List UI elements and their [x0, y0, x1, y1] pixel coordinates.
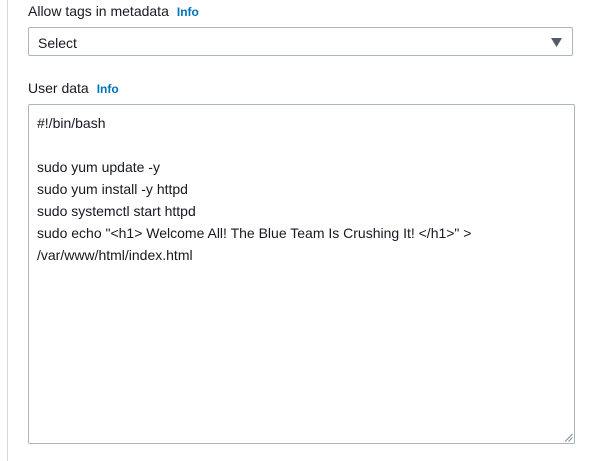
user-data-label-row: User data Info — [28, 80, 119, 96]
user-data-line: #!/bin/bash — [37, 115, 106, 131]
user-data-info-link[interactable]: Info — [96, 82, 119, 96]
metadata-tags-label: Allow tags in metadata — [28, 3, 169, 19]
metadata-tags-select[interactable]: Select — [28, 27, 573, 56]
user-data-script: #!/bin/bash sudo yum update -y sudo yum in… — [37, 112, 566, 266]
metadata-tags-select-value: Select — [38, 35, 77, 51]
caret-down-icon — [551, 38, 562, 47]
user-data-line: /var/www/html/index.html — [37, 247, 193, 263]
resize-handle-icon[interactable] — [564, 433, 573, 442]
user-data-line: sudo yum install -y httpd — [37, 181, 188, 197]
user-data-textarea[interactable]: #!/bin/bash sudo yum update -y sudo yum in… — [28, 104, 575, 444]
user-data-line: sudo systemctl start httpd — [37, 203, 196, 219]
user-data-line: sudo yum update -y — [37, 159, 160, 175]
metadata-tags-info-link[interactable]: Info — [176, 5, 199, 19]
user-data-line — [37, 134, 566, 156]
section-divider — [7, 0, 8, 461]
user-data-line: sudo echo "<h1> Welcome All! The Blue Te… — [37, 225, 472, 241]
metadata-tags-label-row: Allow tags in metadata Info — [28, 3, 199, 19]
user-data-label: User data — [28, 80, 89, 96]
